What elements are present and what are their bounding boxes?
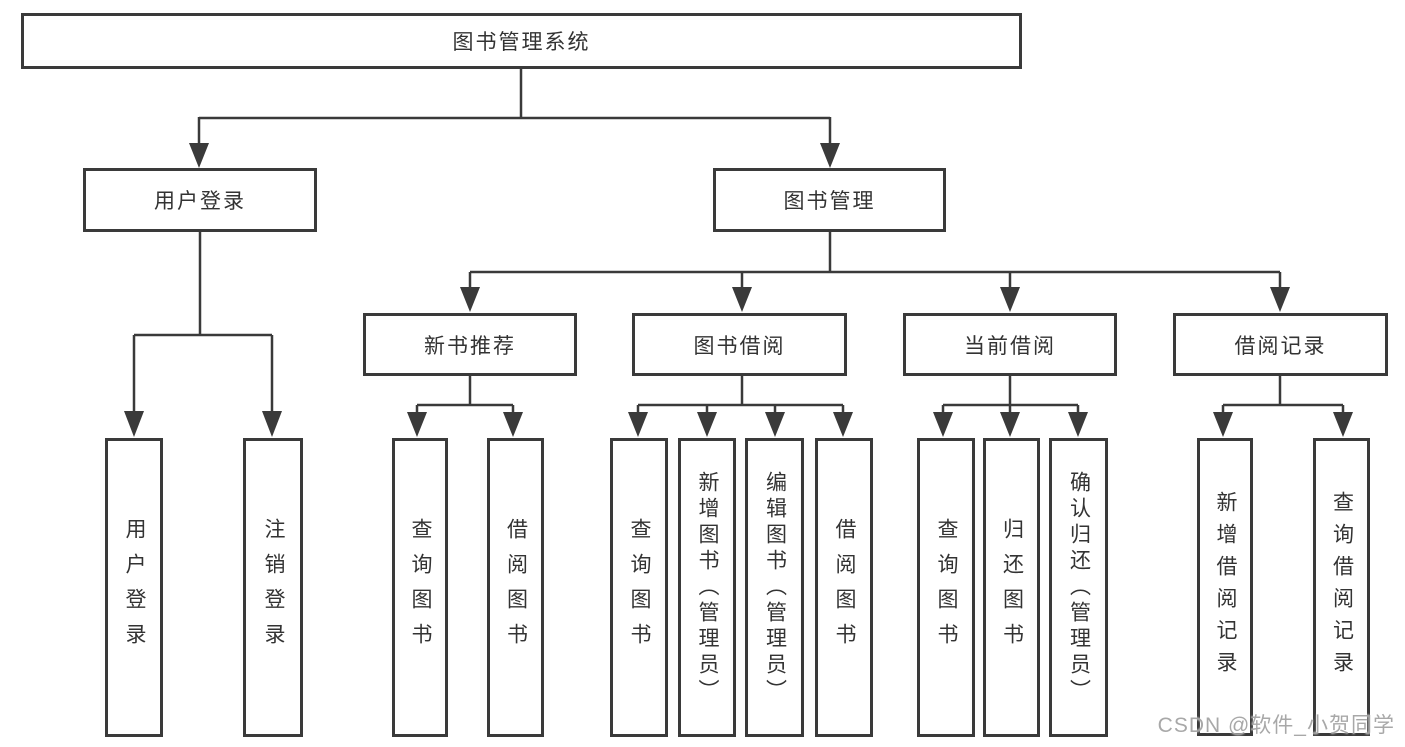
node-bb-query-books-label: 查询图书 [628,517,651,658]
node-user-login: 用户登录 [83,168,317,232]
node-br-add-borrow-record: 新增借阅记录 [1197,438,1253,736]
node-borrowing-records: 借阅记录 [1173,313,1388,376]
node-bb-query-books: 查询图书 [610,438,668,737]
node-current-borrowing-label: 当前借阅 [964,334,1056,358]
node-bb-borrow-books-label: 借阅图书 [833,517,856,658]
node-bb-add-books-admin-label: 新增图书（管理员） [696,470,719,705]
node-root: 图书管理系统 [21,13,1022,69]
node-nb-borrow-books-label: 借阅图书 [504,517,528,658]
node-root-label: 图书管理系统 [452,31,591,54]
node-user-login-leaf-label: 用户登录 [123,517,146,658]
node-cb-confirm-return-admin-label: 确认归还（管理员） [1067,470,1091,705]
node-bb-edit-books-admin: 编辑图书（管理员） [745,438,804,737]
node-bb-borrow-books: 借阅图书 [815,438,873,737]
node-cb-confirm-return-admin: 确认归还（管理员） [1049,438,1108,737]
node-new-book-recommendation: 新书推荐 [363,313,577,376]
node-logout-leaf: 注销登录 [243,438,303,737]
node-bb-add-books-admin: 新增图书（管理员） [678,438,736,737]
node-logout-leaf-label: 注销登录 [262,517,285,658]
node-cb-query-books-label: 查询图书 [935,517,958,658]
watermark-text: CSDN @软件_小贺同学 [1157,714,1395,737]
node-nb-query-books-label: 查询图书 [409,517,432,658]
node-br-add-borrow-record-label: 新增借阅记录 [1214,491,1237,683]
node-bb-edit-books-admin-label: 编辑图书（管理员） [763,470,787,705]
node-cb-return-books: 归还图书 [983,438,1040,737]
node-cb-return-books-label: 归还图书 [1000,517,1024,658]
node-cb-query-books: 查询图书 [917,438,975,737]
node-book-management: 图书管理 [713,168,946,232]
node-user-login-label: 用户登录 [154,190,246,213]
node-br-query-borrow-record-label: 查询借阅记录 [1330,491,1354,683]
node-book-management-label: 图书管理 [783,190,876,213]
node-book-borrowing-label: 图书借阅 [693,334,786,358]
node-nb-borrow-books: 借阅图书 [487,438,544,737]
node-book-borrowing: 图书借阅 [632,313,847,376]
node-new-book-recommendation-label: 新书推荐 [424,334,516,358]
node-nb-query-books: 查询图书 [392,438,448,737]
node-user-login-leaf: 用户登录 [105,438,163,737]
node-current-borrowing: 当前借阅 [903,313,1117,376]
node-br-query-borrow-record: 查询借阅记录 [1313,438,1370,736]
node-borrowing-records-label: 借阅记录 [1234,334,1327,358]
